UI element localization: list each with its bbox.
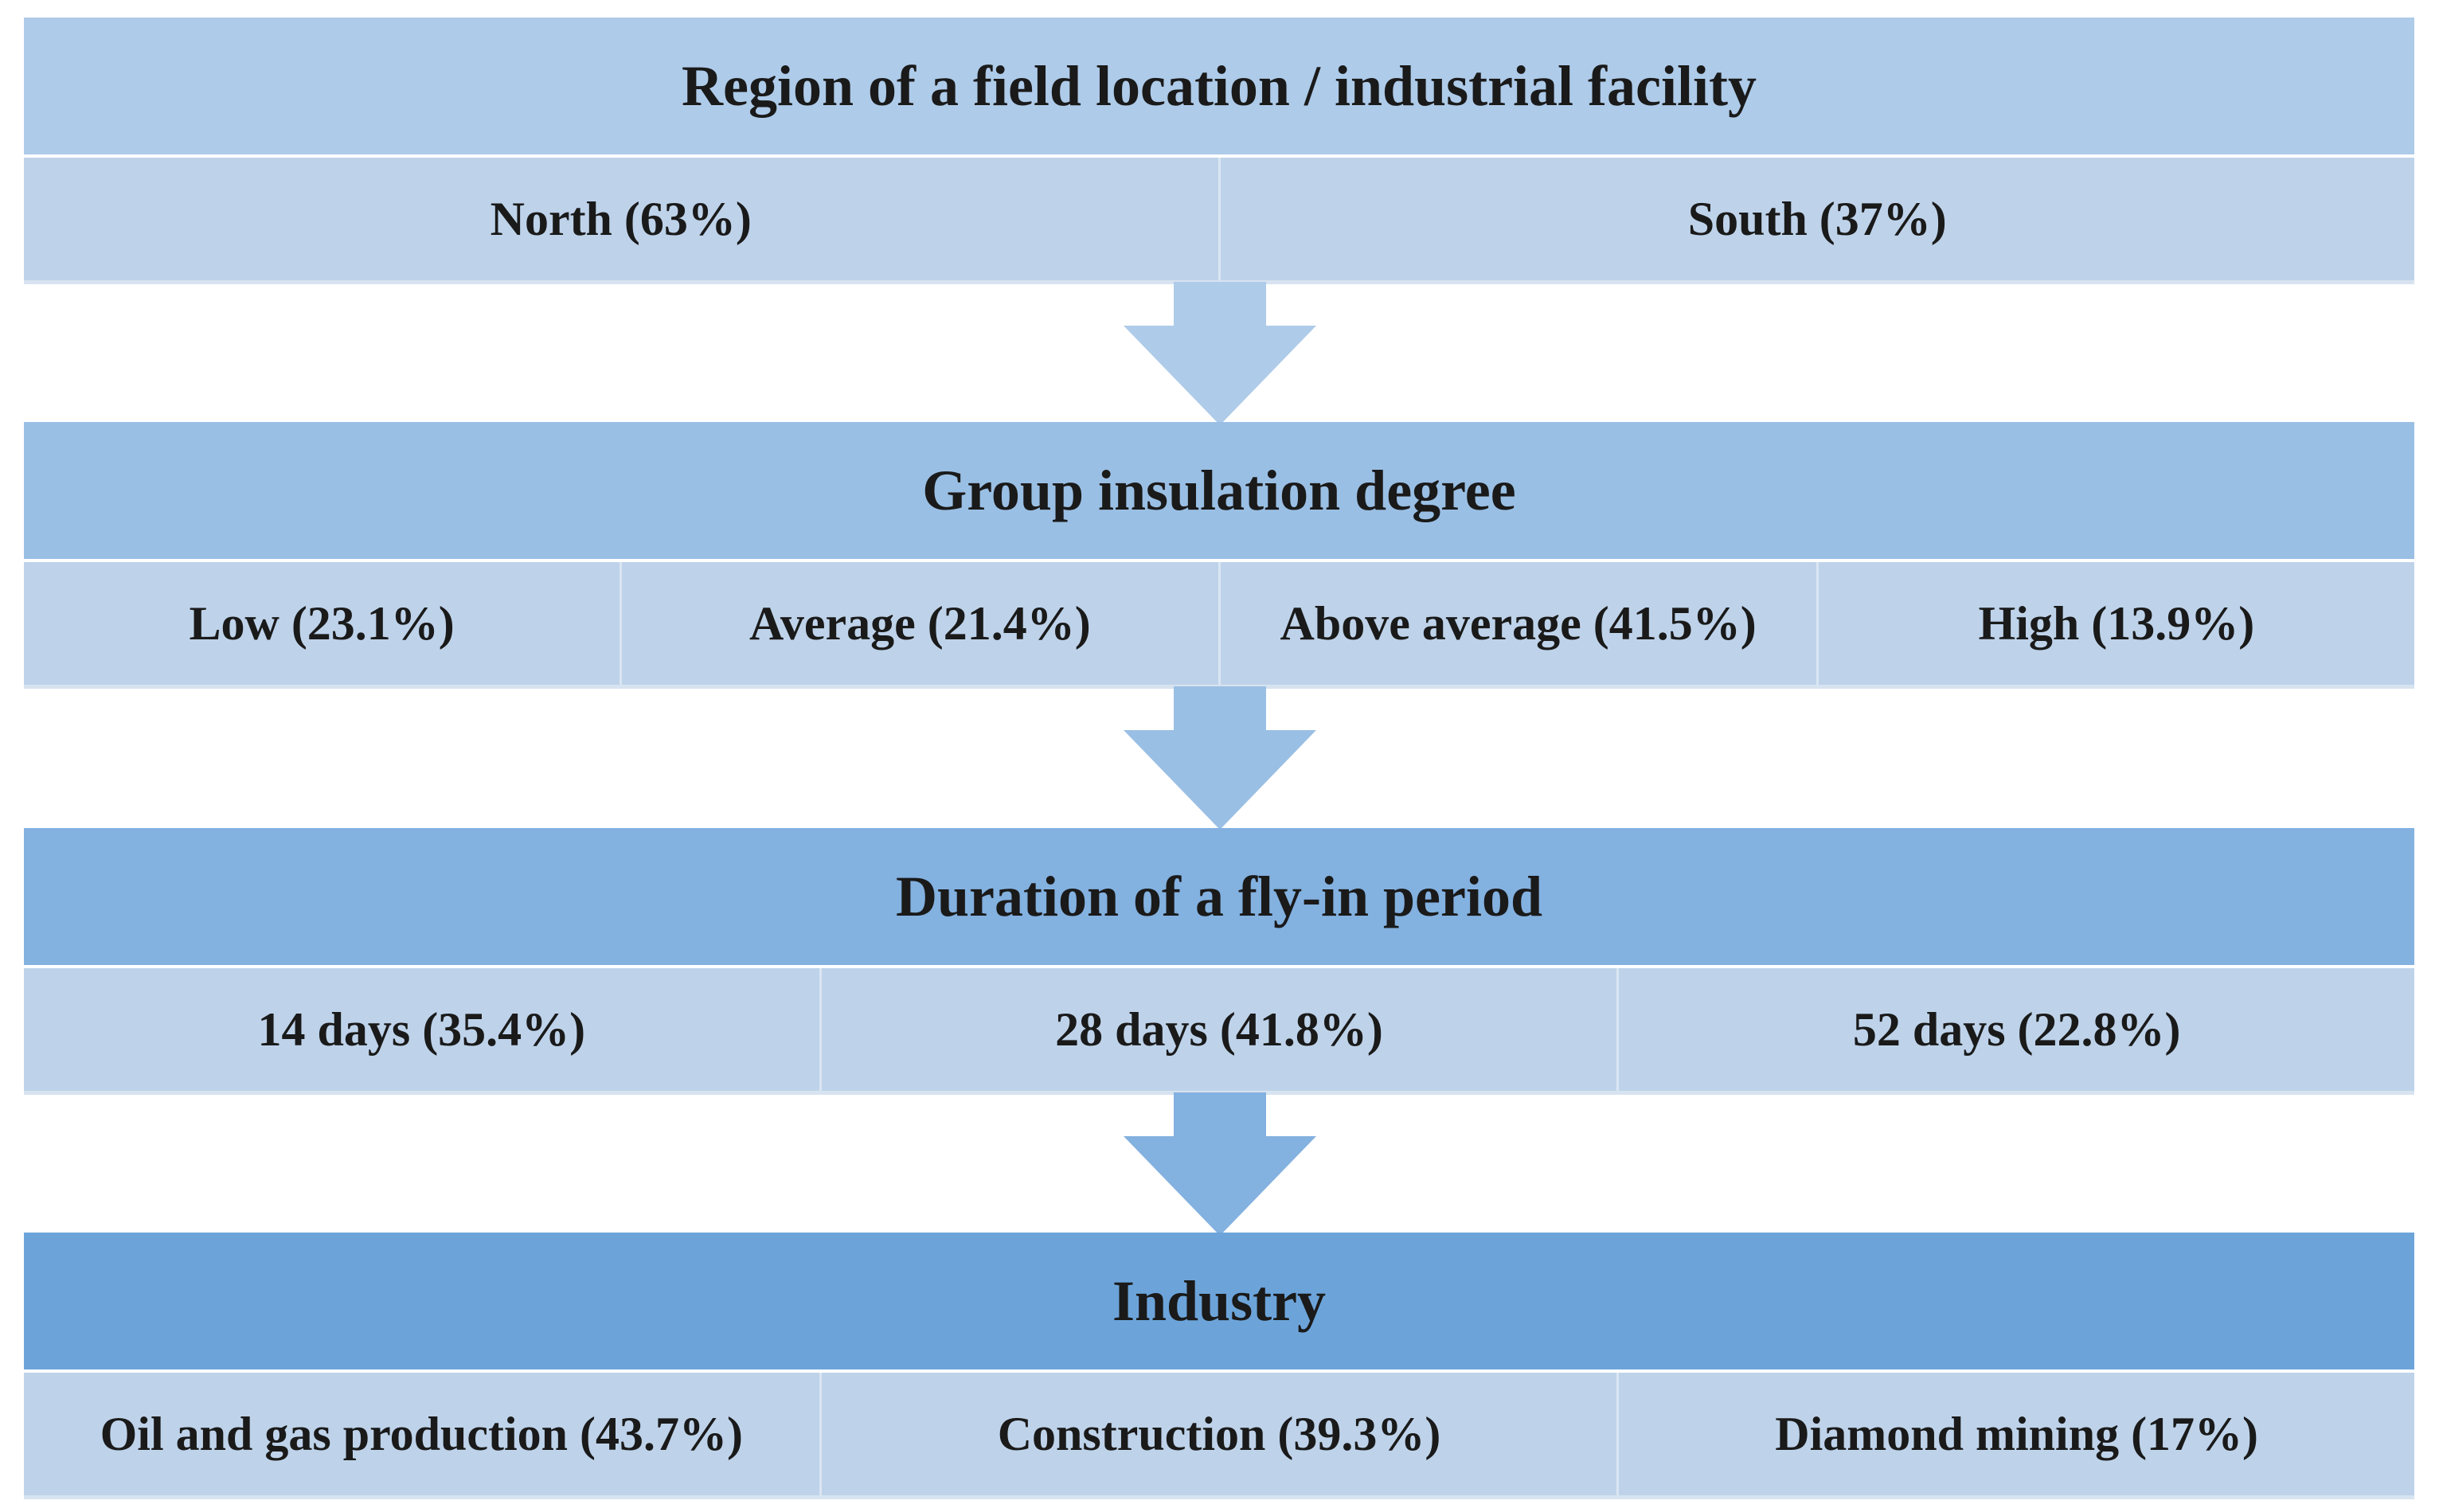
down-arrow-icon — [1124, 282, 1316, 425]
duration-option-28-days: 28 days (41.8%) — [822, 968, 1620, 1091]
industry-options-row: Oil and gas production (43.7%) Construct… — [24, 1373, 2414, 1495]
insulation-option-average: Average (21.4%) — [622, 562, 1221, 685]
industry-option-oil-gas: Oil and gas production (43.7%) — [24, 1373, 822, 1495]
duration-options-row: 14 days (35.4%) 28 days (41.8%) 52 days … — [24, 968, 2414, 1091]
insulation-header: Group insulation degree — [24, 422, 2414, 562]
duration-option-52-days: 52 days (22.8%) — [1852, 1002, 2181, 1056]
region-header: Region of a field location / industrial … — [24, 18, 2414, 158]
industry-header: Industry — [24, 1233, 2414, 1373]
insulation-option-above-average: Above average (41.5%) — [1221, 562, 1819, 685]
down-arrow-icon — [1124, 1092, 1316, 1236]
region-option-north: North (63%) — [24, 158, 1221, 280]
insulation-section: Group insulation degree Low (23.1%) Aver… — [24, 422, 2414, 685]
insulation-option-high: High (13.9%) — [1978, 596, 2255, 650]
duration-option-14-days: 14 days (35.4%) — [24, 968, 822, 1091]
region-section: Region of a field location / industrial … — [24, 18, 2414, 280]
duration-section: Duration of a fly-in period 14 days (35.… — [24, 828, 2414, 1091]
insulation-option-low: Low (23.1%) — [24, 562, 623, 685]
industry-option-construction: Construction (39.3%) — [822, 1373, 1620, 1495]
insulation-options-row: Low (23.1%) Average (21.4%) Above averag… — [24, 562, 2414, 685]
region-options-row: North (63%) South (37%) — [24, 158, 2414, 280]
down-arrow-icon — [1124, 686, 1316, 830]
industry-option-diamond-mining: Diamond mining (17%) — [1775, 1407, 2259, 1460]
industry-section: Industry Oil and gas production (43.7%) … — [24, 1233, 2414, 1495]
duration-header: Duration of a fly-in period — [24, 828, 2414, 968]
region-option-south: South (37%) — [1687, 192, 1947, 245]
